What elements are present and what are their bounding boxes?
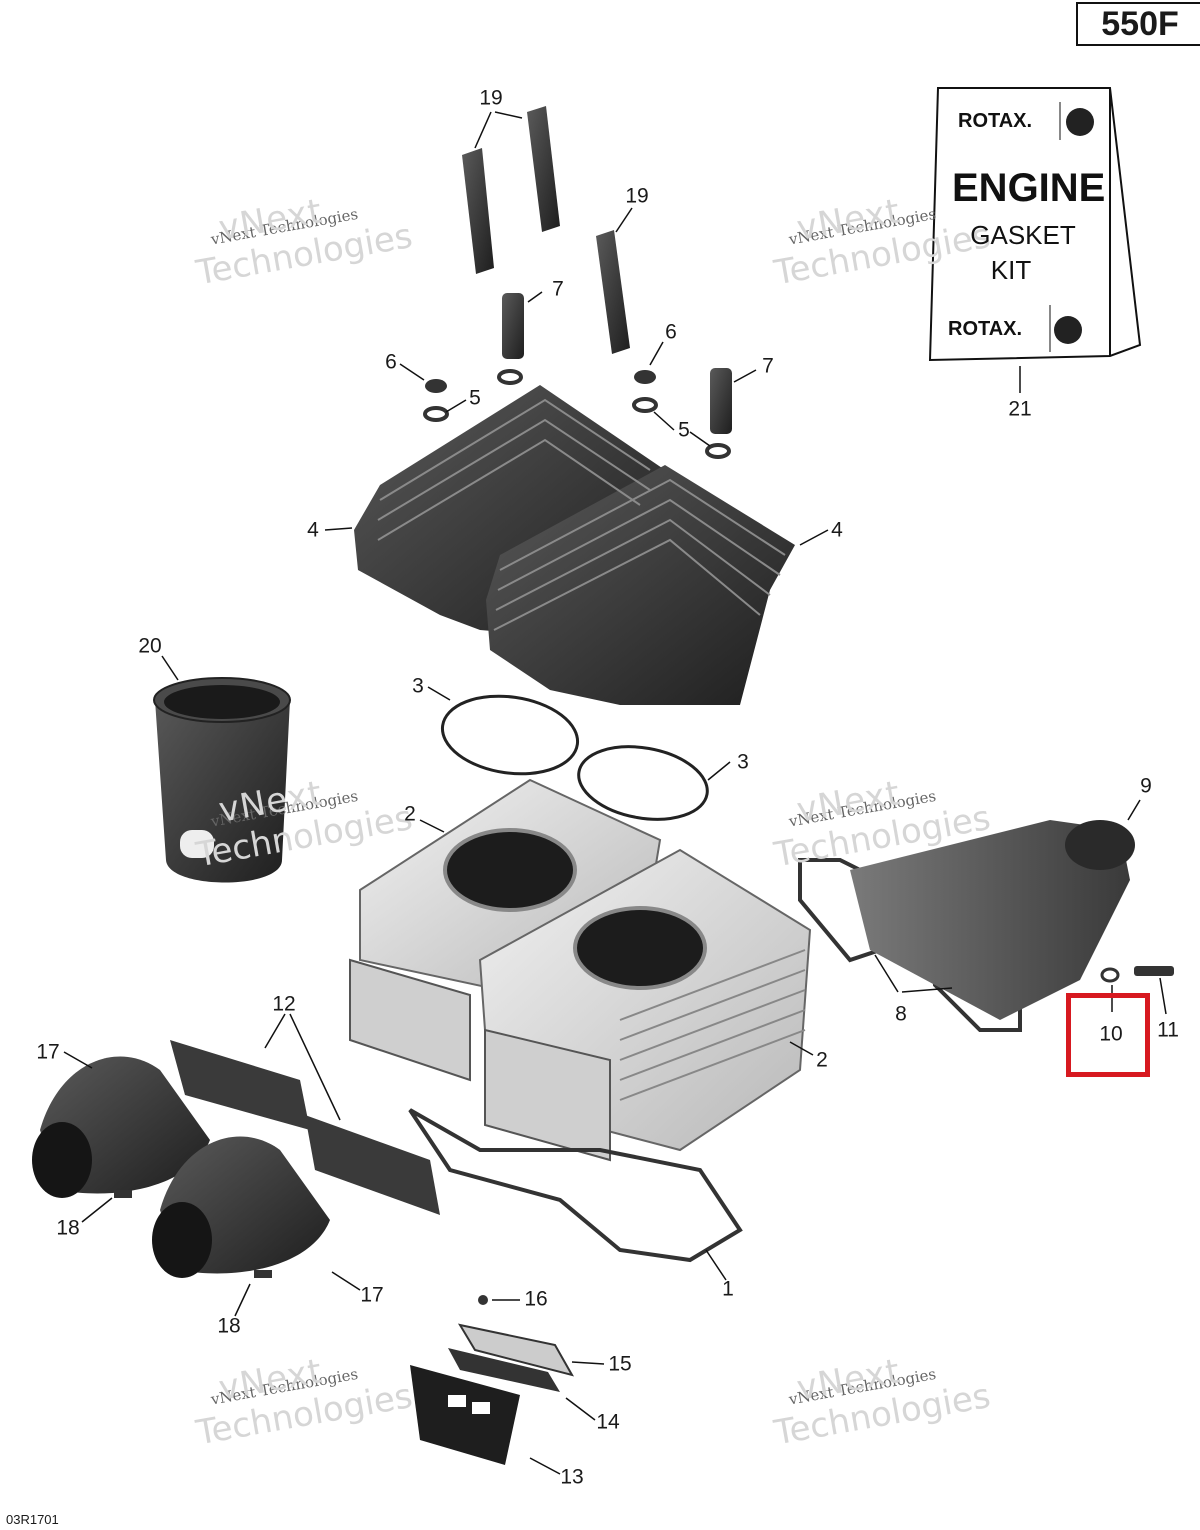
callout-5[interactable]: 5 <box>678 418 690 442</box>
callout-2[interactable]: 2 <box>816 1048 828 1072</box>
leader-lines <box>63 111 1167 1475</box>
kit-brand-bottom: ROTAX. <box>948 318 1023 340</box>
callout-4[interactable]: 4 <box>831 518 843 542</box>
damper-parts <box>462 106 630 354</box>
callout-9[interactable]: 9 <box>1140 774 1152 798</box>
nut-washer-parts <box>423 369 731 459</box>
callout-19[interactable]: 19 <box>625 184 649 208</box>
intake-parts <box>32 1040 440 1278</box>
callout-21[interactable]: 21 <box>1008 397 1032 421</box>
callout-13[interactable]: 13 <box>560 1465 584 1489</box>
cylinder-head-parts <box>354 385 795 705</box>
callout-5[interactable]: 5 <box>469 386 481 410</box>
spacer-parts <box>502 293 732 434</box>
reed-block-parts <box>410 1295 575 1465</box>
callout-15[interactable]: 15 <box>608 1352 632 1376</box>
kit-brand-top: ROTAX. <box>958 110 1033 132</box>
callout-20[interactable]: 20 <box>138 634 162 658</box>
cylinder-sleeve-part <box>153 677 291 883</box>
callout-17[interactable]: 17 <box>360 1283 384 1307</box>
callout-8[interactable]: 8 <box>895 1002 907 1026</box>
highlighted-callout-frame <box>1066 993 1150 1077</box>
callout-18[interactable]: 18 <box>217 1314 241 1338</box>
callout-17[interactable]: 17 <box>36 1040 60 1064</box>
callout-2[interactable]: 2 <box>404 802 416 826</box>
callout-6[interactable]: 6 <box>385 350 397 374</box>
base-gasket-part <box>408 1108 743 1263</box>
callout-1[interactable]: 1 <box>722 1277 734 1301</box>
callout-6[interactable]: 6 <box>665 320 677 344</box>
kit-line-gasket: GASKET <box>970 220 1076 250</box>
exhaust-parts <box>798 820 1174 1032</box>
diagram-reference-code: 03R1701 <box>6 1512 59 1527</box>
callout-11[interactable]: 11 <box>1157 1018 1179 1042</box>
model-label: 550F <box>1076 2 1200 46</box>
kit-line-kit: KIT <box>990 255 1032 285</box>
gasket-kit-box <box>928 87 1142 362</box>
callout-7[interactable]: 7 <box>552 277 564 301</box>
callout-19[interactable]: 19 <box>479 86 503 110</box>
o-ring-parts <box>440 694 709 821</box>
cylinder-parts <box>349 778 812 1162</box>
kit-title: ENGINE <box>952 166 1106 210</box>
callout-14[interactable]: 14 <box>596 1410 620 1434</box>
callout-10[interactable]: 10 <box>1099 1022 1123 1046</box>
callout-4[interactable]: 4 <box>307 518 319 542</box>
callout-3[interactable]: 3 <box>412 674 424 698</box>
callout-16[interactable]: 16 <box>524 1287 548 1311</box>
callout-12[interactable]: 12 <box>272 992 296 1016</box>
callout-18[interactable]: 18 <box>56 1216 80 1240</box>
callout-3[interactable]: 3 <box>737 750 749 774</box>
callout-7[interactable]: 7 <box>762 354 774 378</box>
